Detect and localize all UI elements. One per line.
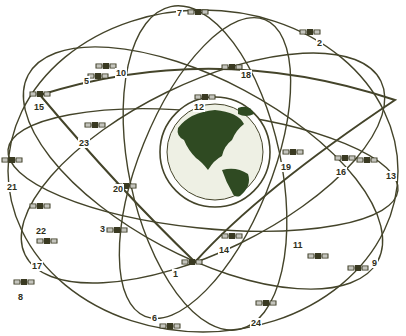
earth [160,97,270,207]
satellites [2,9,377,329]
callout-number: 20 [112,184,124,194]
callout-number: 24 [250,318,262,328]
callout-number: 7 [176,8,183,18]
callout-number: 12 [193,102,205,112]
callout-number: 13 [385,171,397,181]
callout-number: 5 [83,76,90,86]
callout-number: 18 [240,70,252,80]
callout-number: 17 [31,261,43,271]
callout-number: 9 [371,258,378,268]
callout-number: 10 [115,68,127,78]
callout-number: 1 [172,269,179,279]
callout-number: 15 [33,102,45,112]
callout-number: 8 [17,292,24,302]
callout-number: 21 [6,182,18,192]
callout-number: 23 [78,138,90,148]
callout-number: 16 [335,167,347,177]
callout-number: 3 [99,224,106,234]
callout-number: 14 [218,245,230,255]
callout-number: 19 [280,162,292,172]
callout-number: 6 [151,313,158,323]
callout-number: 2 [316,38,323,48]
callout-number: 22 [35,226,47,236]
callout-number: 11 [292,240,304,250]
